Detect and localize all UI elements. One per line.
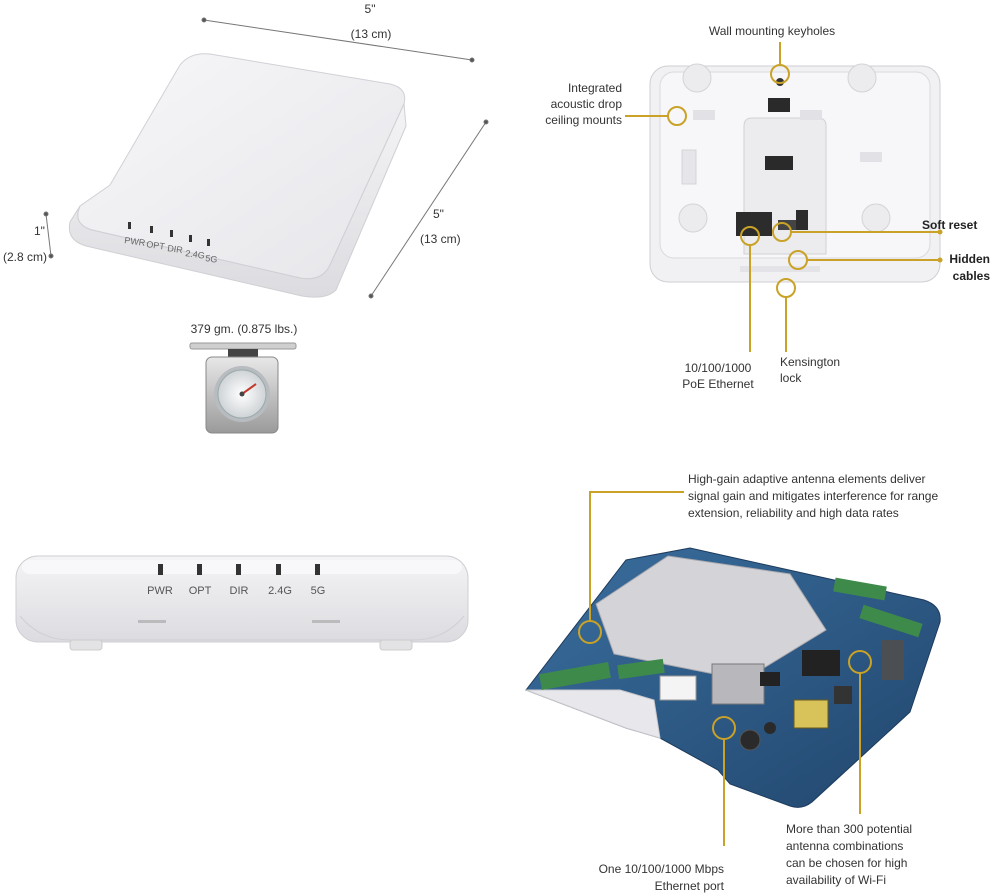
callout-keyholes: Wall mounting keyholes <box>708 24 836 38</box>
led-label: 5G <box>311 585 326 597</box>
led-label: 2.4G <box>185 248 206 261</box>
circuit-board <box>525 547 941 808</box>
callout-kensington-2: lock <box>780 371 802 385</box>
weight-label: 379 gm. (0.875 lbs.) <box>190 322 298 336</box>
scale-icon <box>189 342 297 434</box>
led-5g-icon <box>207 239 210 246</box>
callout-antenna-3: extension, reliability and high data rat… <box>688 506 899 520</box>
width-cm: (13 cm) <box>350 27 392 41</box>
callout-hidden-cables-2: cables <box>952 269 990 283</box>
led-24g-icon <box>189 235 192 242</box>
dimension-lines <box>43 17 489 299</box>
led-pwr-icon <box>158 564 163 575</box>
callout-ceiling-mounts-2: acoustic drop <box>550 97 622 111</box>
led-label: OPT <box>146 239 166 252</box>
led-opt-icon <box>197 564 202 575</box>
callout-soft-reset: Soft reset <box>922 218 978 232</box>
callout-kensington-1: Kensington <box>780 355 841 369</box>
callout-combinations-3: can be chosen for high <box>786 856 908 870</box>
device-front-view <box>15 555 469 651</box>
keyhole-icon <box>765 156 793 170</box>
depth-cm: (13 cm) <box>420 232 461 246</box>
device-back-view <box>649 63 941 283</box>
led-5g-icon <box>315 564 320 575</box>
led-pwr-icon <box>128 222 131 229</box>
led-opt-icon <box>150 226 153 233</box>
led-label: DIR <box>167 243 184 255</box>
callout-combinations-1: More than 300 potential <box>786 822 913 836</box>
front-view-led-labels: PWR OPT DIR 2.4G 5G <box>147 585 325 597</box>
depth-inches: 5" <box>433 207 444 221</box>
led-label: OPT <box>189 585 212 597</box>
callout-markers <box>578 42 940 846</box>
callout-combinations-2: antenna combinations <box>786 839 904 853</box>
callout-ethernet-1: One 10/100/1000 Mbps <box>598 862 724 876</box>
callout-ethernet-2: Ethernet port <box>654 879 724 893</box>
height-cm: (2.8 cm) <box>3 250 48 264</box>
callout-ceiling-mounts-3: ceiling mounts <box>545 113 622 127</box>
callout-antenna-1: High-gain adaptive antenna elements deli… <box>688 472 926 486</box>
device-top-view <box>68 53 407 298</box>
led-label: PWR <box>147 585 173 597</box>
led-dir-icon <box>170 230 173 237</box>
callout-hidden-cables-1: Hidden <box>949 252 990 266</box>
callout-combinations-4: availability of Wi-Fi <box>786 873 887 887</box>
led-label: 5G <box>205 253 218 265</box>
led-label: DIR <box>230 585 249 597</box>
led-label: PWR <box>124 235 147 248</box>
callout-antenna-2: signal gain and mitigates interference f… <box>688 489 939 503</box>
led-dir-icon <box>236 564 241 575</box>
callout-poe-2: PoE Ethernet <box>682 377 754 391</box>
top-view-led-labels: PWR OPT DIR 2.4G 5G <box>124 235 218 265</box>
callout-poe-1: 10/100/1000 <box>684 361 752 375</box>
keyhole-icon <box>768 98 790 112</box>
callout-ceiling-mounts-1: Integrated <box>567 81 622 95</box>
callout-dots <box>937 229 943 263</box>
led-24g-icon <box>276 564 281 575</box>
led-label: 2.4G <box>268 585 292 597</box>
width-inches: 5" <box>364 2 376 16</box>
height-inches: 1" <box>34 224 45 238</box>
